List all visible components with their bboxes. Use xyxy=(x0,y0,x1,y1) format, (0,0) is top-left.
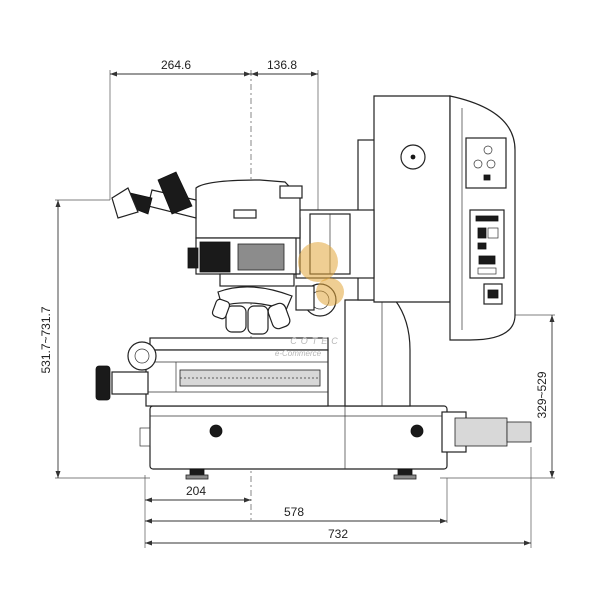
eyepiece-tube xyxy=(111,171,303,239)
dim-label-732: 732 xyxy=(328,527,348,541)
dim-label-578: 578 xyxy=(284,505,304,519)
head-housing xyxy=(373,95,516,341)
dimension-bottom-732: 732 xyxy=(145,527,531,546)
light-source-housing xyxy=(454,417,508,447)
dimension-left-height: 531.7~731.7 xyxy=(39,200,61,478)
stage-handle xyxy=(95,365,111,401)
control-button-1 xyxy=(483,145,493,155)
feet xyxy=(185,468,417,480)
eyepiece-lens xyxy=(111,187,139,219)
objective-3 xyxy=(267,302,291,330)
dimension-bottom-578: 578 xyxy=(145,505,447,524)
control-panel-top xyxy=(465,137,507,189)
base-knob-right xyxy=(410,424,424,438)
control-button-2 xyxy=(473,159,483,169)
revolving-nosepiece xyxy=(211,286,293,335)
dim-label-264-6: 264.6 xyxy=(161,58,191,72)
objective-1 xyxy=(225,305,247,333)
base-unit xyxy=(139,405,532,470)
watermark: COTEC e-Commerce xyxy=(275,242,344,358)
base-knob-left xyxy=(209,424,223,438)
control-button-3 xyxy=(486,159,496,169)
watermark-tagline: e-Commerce xyxy=(275,349,322,358)
dim-label-204: 204 xyxy=(186,484,206,498)
dimension-bottom-204: 204 xyxy=(145,484,251,503)
stage-micrometer-head xyxy=(127,341,157,371)
watermark-brand: COTEC xyxy=(290,336,342,346)
objective-2 xyxy=(247,305,269,335)
dimension-top-left: 264.6 xyxy=(110,58,251,77)
dim-label-329: 329~529 xyxy=(535,371,549,418)
dimension-right-height: 329~529 xyxy=(535,315,555,478)
xy-stage xyxy=(95,337,329,407)
illuminator-block xyxy=(187,237,297,287)
dim-label-136-8: 136.8 xyxy=(267,58,297,72)
dim-label-531-7: 531.7~731.7 xyxy=(39,306,53,373)
dimension-top-right: 136.8 xyxy=(251,58,318,77)
light-source-cap xyxy=(506,421,532,443)
stage-handle-block xyxy=(111,371,149,395)
